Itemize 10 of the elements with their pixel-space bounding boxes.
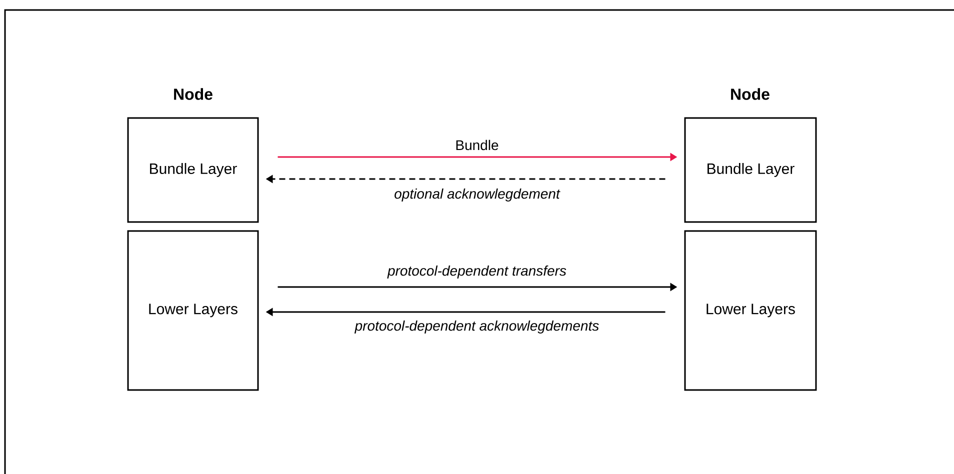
edge-label: optional acknowlegdement (393, 187, 561, 203)
layer-box: Bundle Layer (127, 117, 259, 223)
edge-label: protocol-dependent transfers (386, 264, 568, 280)
node-heading: Node (731, 88, 770, 100)
edge-label: protocol-dependent acknowlegdements (354, 319, 600, 335)
layer-box: Lower Layers (684, 230, 817, 391)
layer-box: Bundle Layer (684, 117, 817, 223)
node-heading: Node (174, 88, 212, 100)
edge-label: Bundle (454, 138, 500, 152)
layer-box: Lower Layers (127, 230, 259, 391)
